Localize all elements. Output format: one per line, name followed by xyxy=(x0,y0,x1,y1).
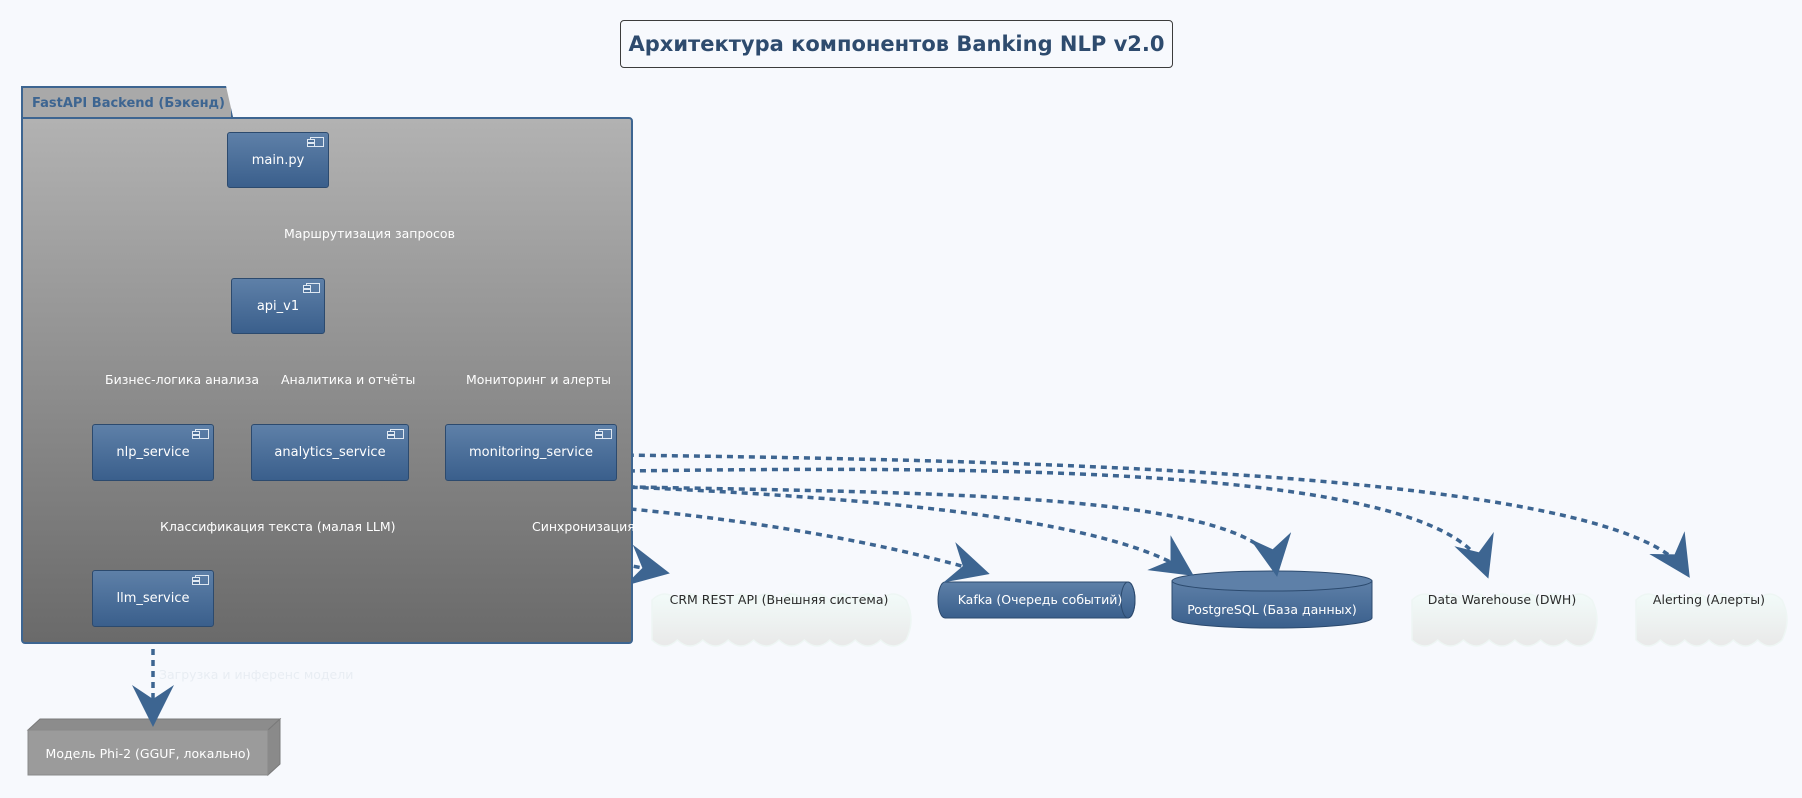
component-icon xyxy=(387,429,404,439)
component-label: analytics_service xyxy=(274,445,386,460)
component-label: llm_service xyxy=(116,591,190,606)
diagram-title: Архитектура компонентов Banking NLP v2.0 xyxy=(620,20,1173,68)
postgres-label: PostgreSQL (База данных) xyxy=(1187,602,1357,617)
edge-label-api-analytics: Аналитика и отчёты xyxy=(281,372,416,387)
edge-label-llm-model: Загрузка и инференс модели xyxy=(159,667,354,682)
kafka-queue-cap xyxy=(1120,581,1136,619)
component-monitoring-service[interactable]: monitoring_service xyxy=(445,424,617,481)
component-label: api_v1 xyxy=(256,298,300,314)
component-label: monitoring_service xyxy=(468,445,594,460)
edge-label-main-api: Маршрутизация запросов xyxy=(284,226,455,241)
dwh-label: Data Warehouse (DWH) xyxy=(1427,592,1577,607)
component-main[interactable]: main.py xyxy=(227,132,329,188)
component-analytics-service[interactable]: analytics_service xyxy=(251,424,409,481)
alerting-label: Alerting (Алерты) xyxy=(1652,592,1766,607)
component-label: nlp_service xyxy=(116,445,190,460)
crm-cloud-shape xyxy=(651,593,912,647)
component-llm-service[interactable]: llm_service xyxy=(92,570,214,627)
model-node-top xyxy=(26,718,282,731)
component-label: main.py xyxy=(251,152,305,168)
model-label: Модель Phi-2 (GGUF, локально) xyxy=(45,746,251,761)
edge-label-api-nlp: Бизнес-логика анализа xyxy=(105,372,260,387)
edge-monitoring-alerting xyxy=(616,453,1690,578)
alerting-cloud-shape xyxy=(1635,593,1788,647)
component-api[interactable]: api_v1 xyxy=(231,278,325,334)
edge-label-api-monitoring: Мониторинг и алерты xyxy=(466,372,611,387)
kafka-label: Kafka (Очередь событий) xyxy=(957,592,1123,607)
component-icon xyxy=(192,429,209,439)
edge-label-sync: Синхронизация xyxy=(532,519,635,534)
postgres-db-body xyxy=(1171,581,1373,629)
model-node-front xyxy=(27,729,269,776)
component-icon xyxy=(307,137,324,147)
component-icon xyxy=(595,429,612,439)
postgres-db-top xyxy=(1171,570,1373,592)
component-icon xyxy=(192,575,209,585)
crm-label: CRM REST API (Внешняя система) xyxy=(669,592,889,607)
dwh-cloud-shape xyxy=(1411,593,1598,647)
component-nlp-service[interactable]: nlp_service xyxy=(92,424,214,481)
package-fastapi-backend xyxy=(21,117,633,644)
package-tab: FastAPI Backend (Бэкенд) xyxy=(21,86,233,117)
edge-label-nlp-llm: Классификация текста (малая LLM) xyxy=(160,519,396,534)
component-icon xyxy=(303,283,320,293)
